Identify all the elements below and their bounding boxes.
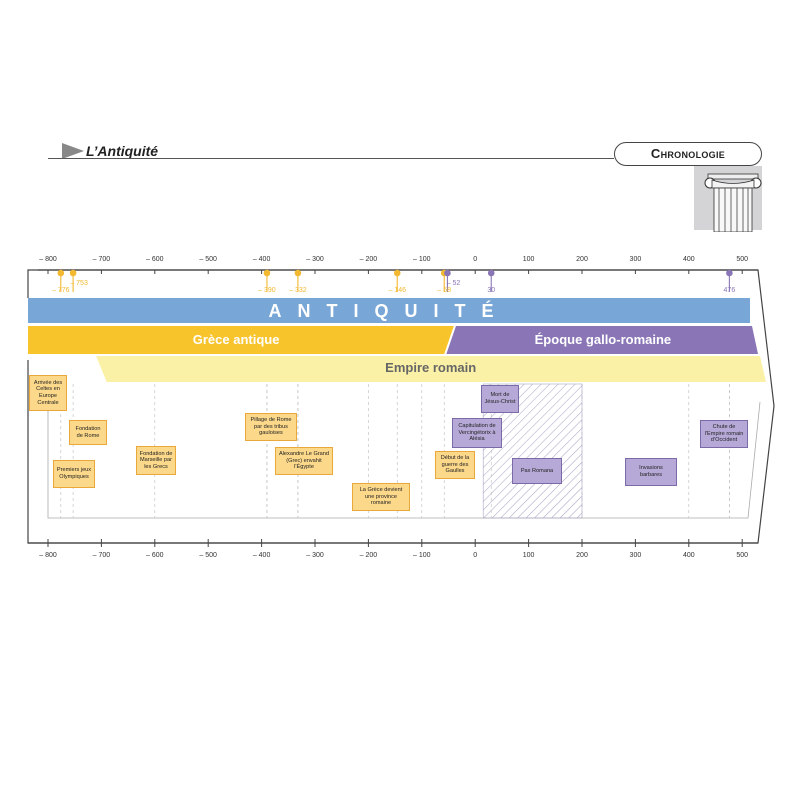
tick-label-top: 300 <box>629 256 642 263</box>
marker-label: – 776 <box>52 287 70 294</box>
event-box: Capitulation de Vercingétorix à Alésia <box>452 418 502 448</box>
marker-pin <box>393 269 401 277</box>
tick-label-bottom: – 800 <box>39 552 57 559</box>
event-box: Arrivée des Celtes en Europe Centrale <box>29 375 67 411</box>
tick-label-bottom: – 400 <box>252 552 271 559</box>
greece-label: Grèce antique <box>192 332 280 347</box>
tick-label-bottom: 300 <box>629 552 642 559</box>
marker-label: 476 <box>723 287 736 294</box>
event-box: Pax Romana <box>512 458 562 484</box>
tick-label-bottom: – 700 <box>92 552 111 559</box>
page-title: L’Antiquité <box>86 143 159 159</box>
roman-empire-label: Empire romain <box>385 360 477 375</box>
ionic-column-icon <box>704 173 762 232</box>
marker-label: – 52 <box>446 280 461 287</box>
event-box: Début de la guerre des Gaulles <box>435 451 475 479</box>
tick-label-top: 100 <box>522 256 535 263</box>
tick-label-bottom: – 600 <box>146 552 164 559</box>
event-box: Alexandre Le Grand (Grec) envahit l’Égyp… <box>275 447 333 475</box>
tick-label-top: 500 <box>736 256 749 263</box>
header-rule <box>48 158 614 159</box>
tick-label-bottom: – 200 <box>359 552 378 559</box>
antiquity-label: ANTIQUITÉ <box>268 301 510 321</box>
marker-label: – 390 <box>258 287 276 294</box>
inner-frame-line <box>47 384 761 519</box>
chronologie-badge: Chronologie <box>614 142 762 166</box>
marker-label: – 753 <box>70 280 88 287</box>
tick-label-bottom: 100 <box>522 552 535 559</box>
tick-label-top: 200 <box>576 256 588 263</box>
event-box: Fondation de Marseille par les Grecs <box>136 446 176 475</box>
marker-pin <box>487 269 495 277</box>
marker-pin <box>263 269 271 277</box>
tick-label-bottom: – 300 <box>306 552 324 559</box>
event-box: Chute de l’Empire romain d’Occident <box>700 420 748 448</box>
greece-band <box>28 326 454 354</box>
tick-label-bottom: – 500 <box>199 552 217 559</box>
tick-label-top: – 700 <box>92 256 111 263</box>
marker-pin <box>69 269 77 277</box>
tick-label-bottom: 0 <box>473 552 478 559</box>
marker-pin <box>444 269 451 277</box>
marker-label: – 332 <box>289 287 307 294</box>
tick-label-top: – 800 <box>39 256 57 263</box>
tick-label-bottom: – 100 <box>413 552 431 559</box>
marker-label: 30 <box>487 287 496 294</box>
event-box: Invasions barbares <box>625 458 677 486</box>
tick-label-top: – 600 <box>146 256 164 263</box>
gallo-roman-label: Époque gallo-romaine <box>534 332 672 347</box>
tick-label-bottom: 500 <box>736 552 749 559</box>
event-box: Premiers jeux Olympiques <box>53 460 95 488</box>
marker-label: – 58 <box>437 287 452 294</box>
tick-label-top: – 200 <box>359 256 378 263</box>
antiquity-band <box>28 298 750 323</box>
marker-label: – 146 <box>388 287 406 294</box>
tick-label-top: 0 <box>473 256 478 263</box>
tick-label-top: – 300 <box>306 256 324 263</box>
tick-label-top: – 400 <box>252 256 271 263</box>
event-box: La Grèce devient une province romaine <box>352 483 410 511</box>
marker-pin <box>57 269 65 277</box>
roman-empire-band <box>96 356 766 382</box>
tick-label-top: – 500 <box>199 256 217 263</box>
event-box: Mort de Jésus-Christ <box>481 385 519 413</box>
marker-pin <box>726 269 733 277</box>
tick-label-top: – 100 <box>413 256 431 263</box>
event-box: Pillage de Rome par des tribus gauloises <box>245 413 297 441</box>
tick-label-top: 400 <box>682 256 695 263</box>
gallo-roman-band <box>446 326 758 354</box>
marker-pin <box>294 269 302 277</box>
period-bands <box>28 298 766 382</box>
play-arrow-icon <box>62 143 84 159</box>
tick-label-bottom: 200 <box>576 552 588 559</box>
tick-label-bottom: 400 <box>682 552 695 559</box>
event-box: Fondation de Rome <box>69 420 107 445</box>
